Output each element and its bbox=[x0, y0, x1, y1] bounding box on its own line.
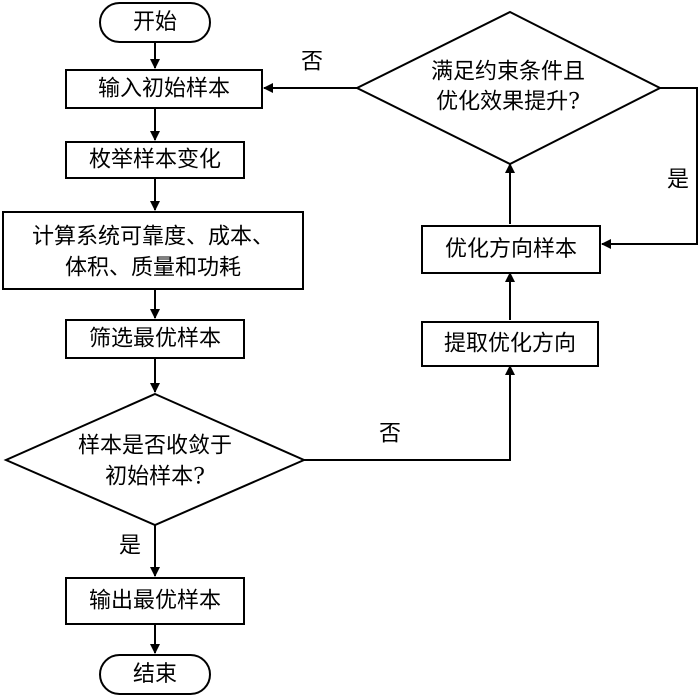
converge-decision-label-line2: 初始样本? bbox=[105, 465, 205, 490]
enumerate-sample-label: 枚举样本变化 bbox=[89, 148, 221, 173]
compute-metrics-label-line2: 体积、质量和功耗 bbox=[65, 256, 241, 281]
constraint-no-label: 否 bbox=[301, 50, 323, 75]
constraint-decision-diamond: 满足约束条件且 优化效果提升? bbox=[354, 10, 663, 166]
compute-metrics-label-line1: 计算系统可靠度、成本、 bbox=[32, 225, 274, 250]
filter-best-sample-box: 筛选最优样本 bbox=[65, 319, 245, 359]
output-best-sample-box: 输出最优样本 bbox=[65, 577, 245, 625]
output-best-sample-label: 输出最优样本 bbox=[89, 589, 221, 614]
start-label: 开始 bbox=[133, 10, 177, 35]
converge-decision-label-line1: 样本是否收敛于 bbox=[78, 434, 232, 459]
constraint-decision-label-line2: 优化效果提升? bbox=[436, 90, 580, 115]
converge-yes-label: 是 bbox=[119, 534, 141, 559]
input-initial-sample-label: 输入初始样本 bbox=[98, 77, 230, 102]
input-initial-sample-box: 输入初始样本 bbox=[65, 69, 263, 109]
connectors bbox=[150, 42, 698, 654]
enumerate-sample-box: 枚举样本变化 bbox=[65, 141, 245, 179]
extract-direction-label: 提取优化方向 bbox=[444, 332, 576, 357]
converge-decision-diamond: 样本是否收敛于 初始样本? bbox=[3, 392, 307, 527]
start-node: 开始 bbox=[99, 2, 211, 43]
optimize-direction-sample-box: 优化方向样本 bbox=[421, 225, 601, 274]
edge-constraint-yes-to-optimize bbox=[601, 87, 698, 249]
compute-metrics-box: 计算系统可靠度、成本、 体积、质量和功耗 bbox=[2, 211, 304, 290]
constraint-yes-label: 是 bbox=[667, 168, 689, 193]
filter-best-sample-label: 筛选最优样本 bbox=[89, 327, 221, 352]
constraint-decision-label-line1: 满足约束条件且 bbox=[431, 60, 585, 85]
edge-converge-no-to-extract bbox=[304, 365, 515, 461]
extract-direction-box: 提取优化方向 bbox=[421, 321, 599, 367]
end-node: 结束 bbox=[99, 654, 211, 695]
optimize-direction-sample-label: 优化方向样本 bbox=[445, 237, 577, 262]
converge-no-label: 否 bbox=[379, 422, 401, 447]
end-label: 结束 bbox=[133, 662, 177, 687]
